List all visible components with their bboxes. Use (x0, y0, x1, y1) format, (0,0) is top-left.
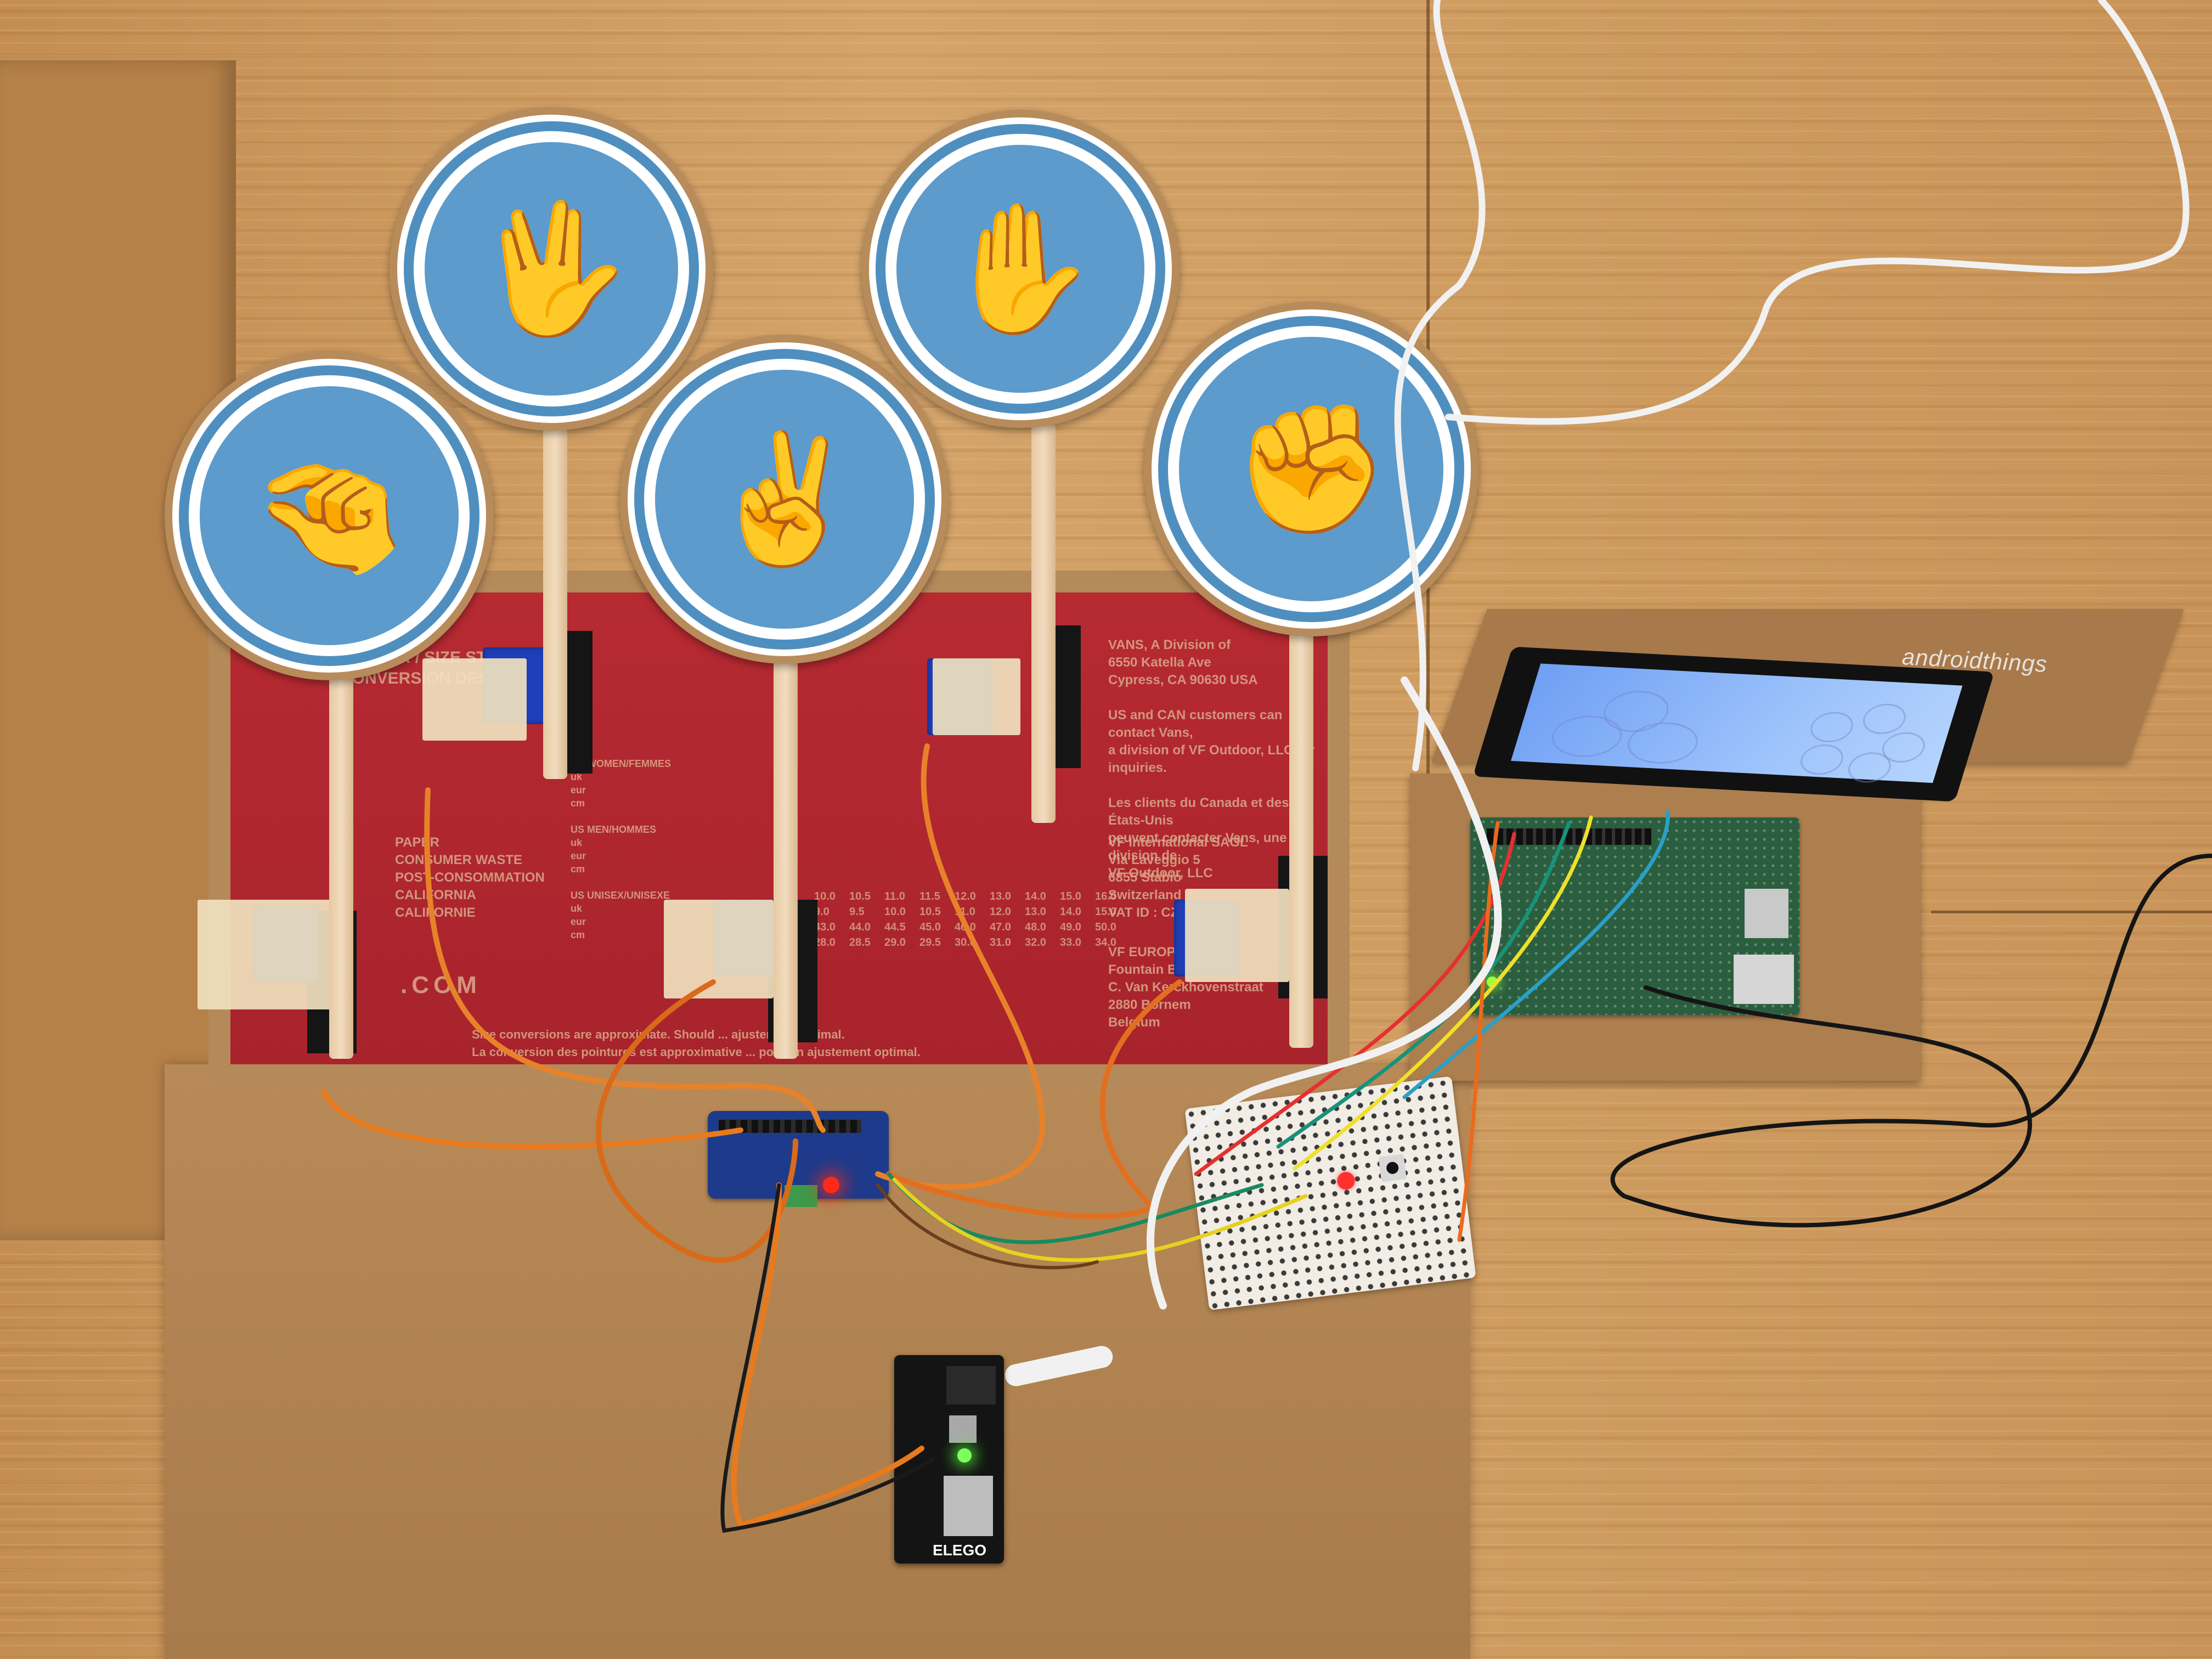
size-conversion-table: 9.510.010.511.011.512.013.014.015.016.0 … (779, 889, 1130, 950)
dowel-stick (1031, 422, 1056, 823)
ground-wire (720, 1183, 935, 1533)
lizard-hand-icon: 🤏 (250, 445, 408, 586)
dowel-stick (329, 664, 353, 1059)
power-switch[interactable] (949, 1415, 977, 1443)
ethernet-port (1734, 955, 1794, 1004)
box-footer-text: Size conversions are approximate. Should… (472, 1028, 921, 1059)
elegoo-logo: ELEGO (933, 1542, 987, 1559)
table-seam (1931, 911, 2212, 913)
box-dotcom-text: .COM (400, 972, 481, 998)
scissors-hand-icon: ✌ (706, 428, 864, 569)
gpio-wire-yellow (1293, 815, 1593, 1171)
dowel-stick (774, 653, 798, 1059)
gpio-wire-green (1276, 821, 1571, 1149)
black-audio-cable (1610, 854, 2212, 1228)
masking-tape (933, 658, 1020, 735)
sign-spock: 🖖 Spock (390, 107, 713, 431)
masking-tape (422, 658, 527, 741)
dowel-stick (543, 428, 567, 779)
servo-wire (321, 1089, 743, 1150)
power-led (957, 1448, 972, 1463)
power-supply-module: ELEGO (894, 1355, 1004, 1564)
dowel-stick (1289, 631, 1313, 1048)
sign-rock: ✊ Rock (1144, 302, 1479, 636)
white-usb-cable (1147, 676, 1502, 1310)
android-things-kit: androidthings (1393, 560, 2184, 1081)
signal-wire-yellow (892, 1177, 1308, 1262)
servo-hat-board: PWM servo HAT (708, 1111, 889, 1207)
cardboard-box-left (0, 60, 236, 1240)
rock-hand-icon: ✊ (1232, 398, 1390, 539)
white-cable-top (1394, 0, 1486, 771)
paper-hand-icon: ✋ (941, 198, 1099, 339)
box-intl-text: VF International SAGL Via Laveggio 5 685… (1108, 835, 1248, 920)
masking-tape (1185, 889, 1289, 982)
white-cable-top-right (1445, 0, 2190, 425)
usb-port (1745, 889, 1788, 938)
spock-hand-icon: 🖖 (472, 198, 630, 339)
box-europe-text: VF EUROPE Fountain Business C. Van Kerck… (1108, 945, 1263, 1030)
sign-lizard: 🤏 Lizard (165, 351, 494, 680)
hat-power-led (823, 1177, 839, 1193)
usb-output-port (944, 1476, 993, 1536)
masking-tape (198, 900, 351, 1009)
power-wire (731, 1182, 924, 1529)
servo-wire (424, 787, 826, 1133)
box-address-text: VANS, A Division of 6550 Katella Ave Cyp… (1108, 637, 1314, 881)
sign-paper: ✋ Paper (861, 110, 1180, 428)
sign-scissors: ✌ Scissors (620, 335, 949, 664)
servo-wire (596, 979, 798, 1263)
masking-tape (664, 900, 774, 998)
dc-jack (946, 1366, 996, 1404)
signal-wire-brown (876, 1183, 1099, 1269)
box-recycle-text: PAPER CONSUMER WASTE POST-CONSOMMATION C… (395, 835, 545, 920)
gpio-wire-blue (1402, 810, 1670, 1099)
servo-wire (875, 743, 1046, 1190)
servo-wire (886, 979, 1182, 1220)
